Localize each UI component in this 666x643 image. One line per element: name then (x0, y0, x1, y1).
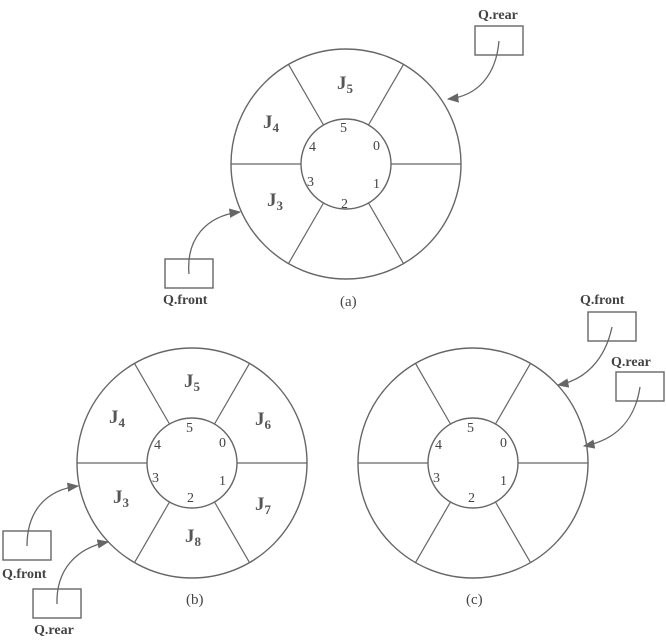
pointer-label: Q.front (163, 293, 208, 308)
divider (133, 363, 171, 425)
slot-index: 4 (435, 438, 442, 453)
diagram-caption: (c) (466, 592, 483, 608)
diagram-c: 0 1 2 3 4 5 Q.front Q.rear (c) (357, 293, 665, 608)
pointer-label: Q.front (2, 567, 47, 582)
rear-pointer: Q.rear (446, 8, 524, 103)
slot-index: 0 (500, 436, 507, 451)
pointer-arrow (188, 208, 242, 275)
slot-label: J4 (109, 407, 126, 430)
pointer-label: Q.front (580, 293, 625, 308)
slot-index: 2 (187, 491, 194, 506)
slot-index: 4 (309, 140, 316, 155)
divider (213, 363, 251, 425)
divider (367, 64, 405, 126)
slot-label: J4 (263, 112, 280, 135)
pointer-arrow (582, 386, 641, 449)
pointer-label: Q.rear (34, 623, 74, 638)
diagram-a: J5 J4 J3 0 1 2 3 4 5 Q.rear Q.front (a) (163, 8, 524, 310)
divider (414, 501, 452, 563)
rear-pointer: Q.rear (582, 355, 665, 449)
slot-label: J7 (255, 494, 272, 517)
pointer-arrow (556, 326, 613, 388)
pointer-arrow (56, 539, 110, 605)
slot-index: 0 (219, 436, 226, 451)
slot-index: 3 (152, 471, 159, 486)
front-pointer: Q.front (2, 482, 80, 582)
slot-index: 2 (468, 491, 475, 506)
divider (367, 202, 405, 264)
divider (133, 501, 171, 563)
rear-pointer: Q.rear (32, 539, 110, 638)
divider (494, 501, 532, 563)
divider (287, 202, 325, 264)
slot-index: 1 (219, 474, 226, 489)
slot-label: J3 (113, 487, 130, 510)
front-pointer: Q.front (163, 208, 242, 308)
divider (414, 363, 452, 425)
pointer-box (587, 311, 637, 342)
slot-label: J5 (184, 371, 201, 394)
slot-label: J6 (255, 409, 272, 432)
slot-index: 5 (186, 421, 193, 436)
divider (494, 363, 532, 425)
diagram-caption: (a) (340, 294, 357, 310)
slot-index: 1 (373, 177, 380, 192)
pointer-arrow (446, 40, 500, 103)
slot-index: 1 (500, 474, 507, 489)
pointer-label: Q.rear (611, 355, 651, 370)
slot-label: J3 (267, 190, 284, 213)
divider (213, 501, 251, 563)
slot-index: 5 (467, 421, 474, 436)
slot-label: J8 (185, 526, 202, 549)
pointer-arrow (26, 482, 80, 547)
slot-index: 2 (341, 197, 348, 212)
slot-label: J5 (337, 73, 354, 96)
pointer-box (474, 25, 524, 56)
pointer-box (32, 588, 82, 619)
pointer-label: Q.rear (478, 8, 518, 23)
slot-index: 3 (433, 471, 440, 486)
divider (287, 64, 325, 126)
diagram-b: J5 J4 J6 J3 J7 J8 0 1 2 3 4 5 Q.front Q.… (2, 347, 308, 638)
slot-index: 3 (307, 175, 314, 190)
slot-index: 4 (154, 438, 161, 453)
slot-index: 5 (340, 121, 347, 136)
pointer-box (2, 530, 52, 561)
front-pointer: Q.front (556, 293, 637, 388)
diagram-caption: (b) (186, 592, 204, 608)
slot-index: 0 (373, 139, 380, 154)
pointer-box (615, 371, 665, 402)
